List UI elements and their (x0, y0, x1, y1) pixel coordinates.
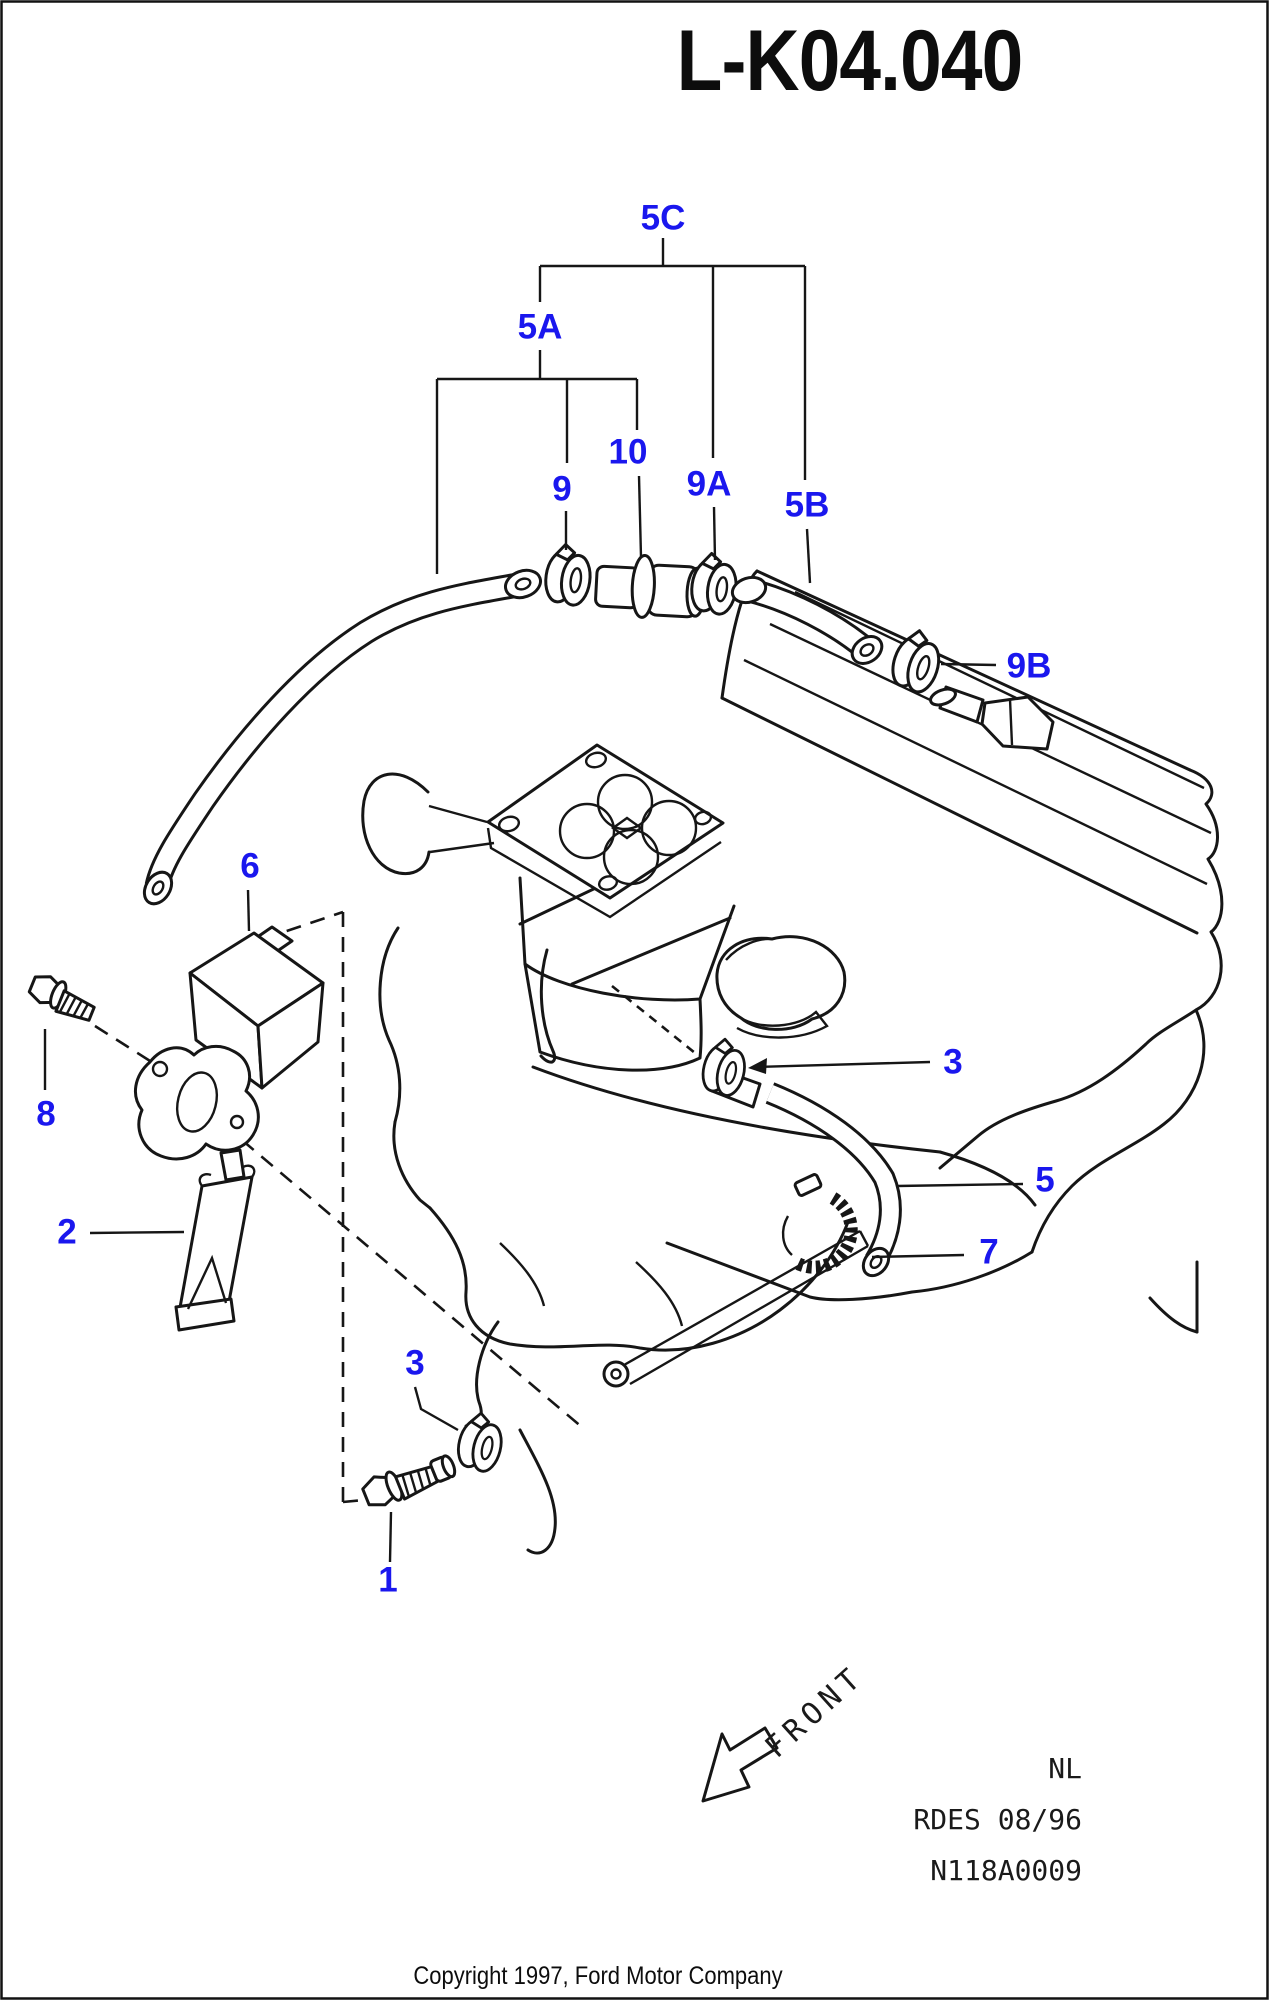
hose-clamp-9a (687, 549, 742, 618)
oil-filler-cap (715, 935, 847, 1039)
callout-6: 6 (240, 846, 260, 886)
bolt-1 (361, 1454, 457, 1507)
breather-elbow (929, 685, 1055, 751)
callout-9a: 9A (686, 464, 732, 504)
oil-dipstick-tube (602, 1229, 870, 1388)
callout-5a: 5A (517, 307, 563, 347)
copyright-notice: Copyright 1997, Ford Motor Company (413, 1962, 783, 1990)
dashed-assembly-lines (94, 910, 701, 1504)
hose-clamp-7 (781, 1173, 858, 1274)
gasket-flange (133, 1044, 260, 1182)
breather-funnel (174, 1164, 256, 1332)
hose-5b (730, 575, 884, 665)
callout-5b: 5B (784, 485, 830, 525)
hose-clamp-9 (541, 540, 596, 609)
callout-3-lower: 3 (405, 1343, 425, 1383)
connector-10 (594, 553, 707, 619)
legend-drawing-number: N118A0009 (930, 1854, 1082, 1887)
hose-clamp-3-lower (452, 1408, 510, 1476)
callout-brackets (43, 238, 1024, 1563)
throttle-body (361, 743, 736, 1072)
legend-region: NL (1048, 1752, 1082, 1785)
callout-9b: 9B (1006, 646, 1052, 686)
callout-9: 9 (552, 469, 572, 509)
valve-cover (720, 569, 1224, 1170)
callout-10: 10 (608, 432, 648, 472)
callout-5: 5 (1035, 1160, 1055, 1200)
bolt-8 (27, 975, 96, 1022)
page-title: L-K04.040 (676, 13, 1023, 109)
legend-revision: RDES 08/96 (913, 1803, 1082, 1836)
hose-5a (142, 568, 542, 906)
callout-5c: 5C (640, 198, 686, 238)
callout-8: 8 (36, 1094, 56, 1134)
hose-clamp-9b (885, 624, 949, 698)
callout-7: 7 (979, 1232, 999, 1272)
callout-2: 2 (57, 1212, 77, 1252)
callout-3-upper: 3 (943, 1042, 963, 1082)
callout-1: 1 (378, 1560, 398, 1600)
front-arrow-icon (701, 1726, 779, 1803)
